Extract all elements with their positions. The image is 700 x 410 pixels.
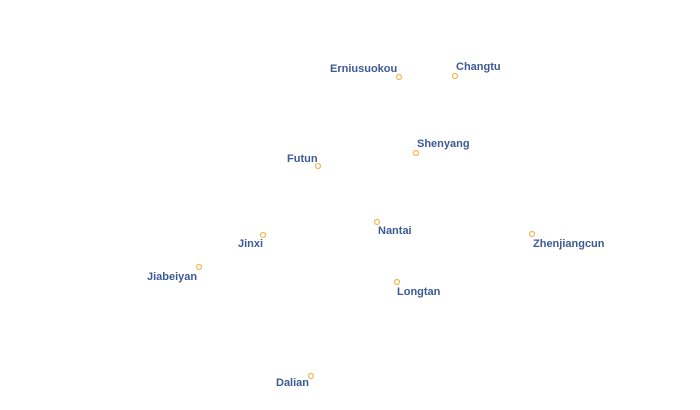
- place-marker: [195, 263, 203, 271]
- place-marker: [314, 162, 322, 170]
- place-erniusuokou[interactable]: Erniusuokou: [329, 62, 403, 81]
- place-jinxi[interactable]: Jinxi: [237, 231, 267, 252]
- place-label: Futun: [287, 153, 318, 165]
- place-marker: [412, 149, 420, 157]
- place-longtan[interactable]: Longtan: [393, 278, 442, 300]
- place-label: Erniusuokou: [330, 63, 397, 75]
- place-nantai[interactable]: Nantai: [373, 218, 413, 239]
- place-zhenjiangcun[interactable]: Zhenjiangcun: [528, 230, 606, 252]
- place-label: Changtu: [456, 61, 501, 73]
- place-marker: [451, 72, 459, 80]
- place-label: Nantai: [378, 225, 412, 237]
- place-marker: [393, 278, 401, 286]
- place-jiabeiyan[interactable]: Jiabeiyan: [146, 263, 203, 285]
- place-marker: [259, 231, 267, 239]
- place-marker: [373, 218, 381, 226]
- place-futun[interactable]: Futun: [286, 152, 322, 170]
- place-dalian[interactable]: Dalian: [275, 372, 315, 391]
- place-changtu[interactable]: Changtu: [451, 60, 502, 80]
- place-label: Longtan: [397, 286, 441, 298]
- place-label: Jiabeiyan: [147, 271, 197, 283]
- place-marker: [307, 372, 315, 380]
- place-marker: [528, 230, 536, 238]
- place-label: Jinxi: [238, 238, 263, 250]
- place-label: Zhenjiangcun: [533, 238, 605, 250]
- place-marker: [395, 73, 403, 81]
- place-label: Dalian: [276, 377, 309, 389]
- place-label: Shenyang: [417, 138, 470, 150]
- place-shenyang[interactable]: Shenyang: [412, 137, 471, 157]
